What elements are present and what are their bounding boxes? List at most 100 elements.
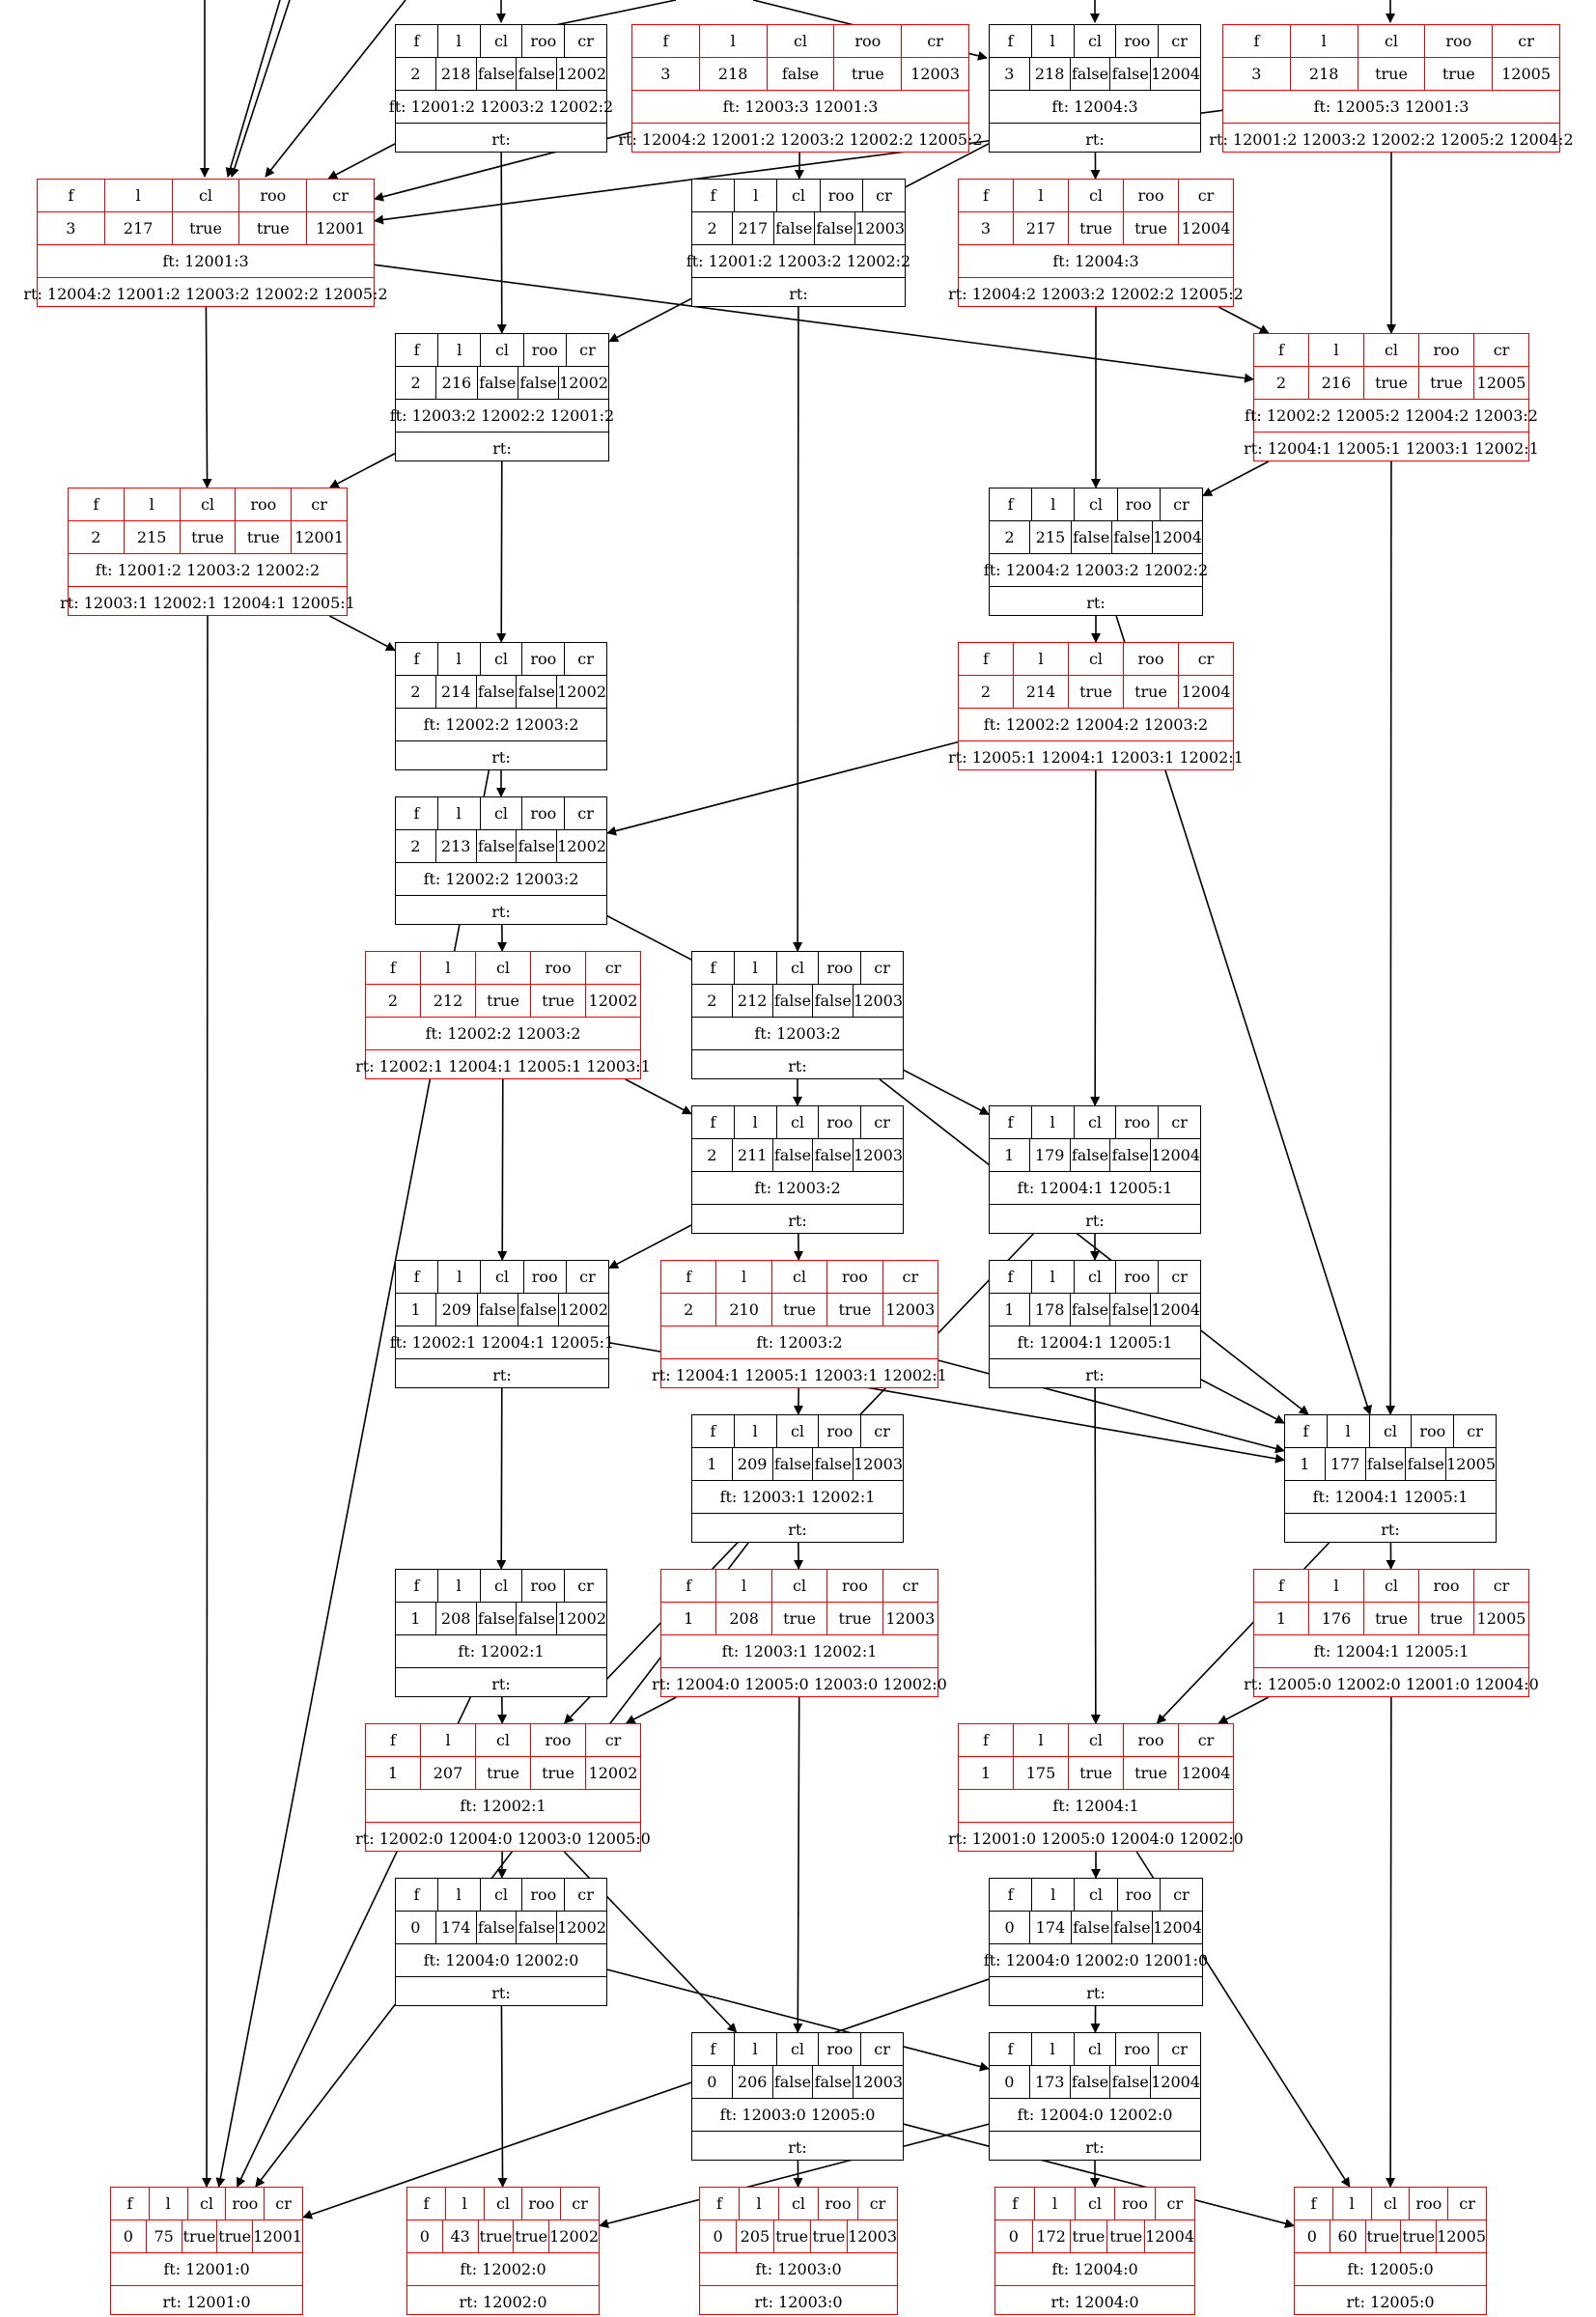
column-header-cl: cl <box>1075 1261 1117 1293</box>
rt-row: rt: <box>788 1211 807 1230</box>
column-header-cr: cr <box>874 959 890 977</box>
value-cl: false <box>1366 1448 1407 1480</box>
column-header-l: l <box>735 180 778 211</box>
column-header-roo: roo <box>522 2188 562 2219</box>
value-cr: 12004 <box>1145 2227 1195 2246</box>
column-header-cl: cl <box>772 1261 828 1293</box>
column-header-f: f <box>692 1106 735 1138</box>
value-f: 2 <box>692 212 734 244</box>
column-header-roo: roo <box>522 1879 566 1911</box>
value-cl: false <box>1072 1912 1112 1943</box>
column-header-cr: cr <box>869 2194 886 2213</box>
value-cl: true <box>1069 212 1124 244</box>
edge-arrow <box>497 2005 508 2188</box>
column-header-f: f <box>959 643 1014 675</box>
value-cl: true <box>476 1757 531 1789</box>
value-cl: true <box>772 1294 828 1326</box>
column-header-cl: cl <box>481 25 523 57</box>
value-l: 174 <box>1030 1912 1072 1943</box>
value-roo: false <box>517 676 558 708</box>
column-header-f: f <box>396 1570 438 1602</box>
column-header-cr: cr <box>577 1577 594 1595</box>
column-header-l: l <box>438 797 481 829</box>
column-header-f: f <box>1295 2188 1333 2219</box>
value-cl: false <box>1071 1294 1111 1326</box>
value-roo: true <box>1419 367 1474 399</box>
value-roo: true <box>236 521 293 553</box>
value-roo: false <box>1112 521 1154 553</box>
value-l: 218 <box>700 58 768 90</box>
value-roo: true <box>531 985 586 1017</box>
value-cr: 12005 <box>1476 374 1526 392</box>
value-cl: true <box>1366 2220 1402 2252</box>
rt-row: rt: <box>491 129 511 149</box>
rt-row: rt: <box>1085 1211 1105 1230</box>
value-f: 1 <box>959 1757 1014 1789</box>
edge-arrow <box>1386 461 1396 1415</box>
column-header-roo: roo <box>819 1415 862 1447</box>
value-cl: true <box>774 2220 811 2252</box>
ft-row: ft: 12004:1 12005:1 <box>990 1172 1200 1205</box>
column-header-roo: roo <box>524 334 567 366</box>
column-header-cr: cr <box>577 650 594 668</box>
value-cl: true <box>1071 2220 1108 2252</box>
value-roo: true <box>531 1757 586 1789</box>
value-f: 3 <box>1223 58 1291 90</box>
value-l: 205 <box>737 2220 774 2252</box>
column-header-cr: cr <box>927 32 943 50</box>
column-header-cr: cr <box>1171 2040 1188 2058</box>
column-header-cr: cr <box>1493 1577 1510 1595</box>
column-header-cl: cl <box>777 2033 820 2065</box>
column-header-l: l <box>105 180 173 211</box>
value-f: 1 <box>990 1139 1030 1171</box>
value-f: 0 <box>700 2220 738 2252</box>
column-header-f: f <box>990 1879 1033 1911</box>
column-header-roo: roo <box>827 1570 883 1602</box>
column-header-cr: cr <box>1173 495 1190 514</box>
value-cr: 12004 <box>1151 65 1201 83</box>
ft-row: ft: 12004:1 12005:1 <box>1254 1635 1528 1668</box>
column-header-cr: cr <box>579 341 596 359</box>
rt-row: rt: 12004:0 12005:0 12003:0 12002:0 <box>652 1674 947 1693</box>
column-header-cr: cr <box>311 495 327 514</box>
ft-row: ft: 12003:1 12002:1 <box>661 1635 938 1668</box>
ft-row: ft: 12004:2 12003:2 12002:2 <box>984 554 1208 587</box>
rt-row: rt: <box>789 284 808 303</box>
value-f: 2 <box>692 1139 733 1171</box>
ft-row: ft: 12003:2 <box>692 1018 903 1050</box>
value-cr: 12001 <box>316 219 366 237</box>
column-header-f: f <box>959 180 1014 211</box>
value-cl: true <box>1364 367 1419 399</box>
value-cl: false <box>477 1603 518 1634</box>
value-f: 2 <box>1254 367 1309 399</box>
ft-row: ft: 12002:1 <box>396 1635 606 1668</box>
column-header-cl: cl <box>1075 25 1117 57</box>
column-header-f: f <box>692 952 735 984</box>
ft-row: ft: 12003:0 <box>700 2253 897 2286</box>
edge-arrow <box>265 0 406 178</box>
value-l: 218 <box>1291 58 1358 90</box>
value-roo: true <box>1401 2220 1438 2252</box>
value-cr: 12004 <box>1151 2073 1201 2091</box>
value-cl: false <box>773 985 814 1017</box>
value-cr: 12003 <box>855 219 906 237</box>
value-l: 216 <box>436 367 478 399</box>
column-header-f: f <box>990 25 1032 57</box>
